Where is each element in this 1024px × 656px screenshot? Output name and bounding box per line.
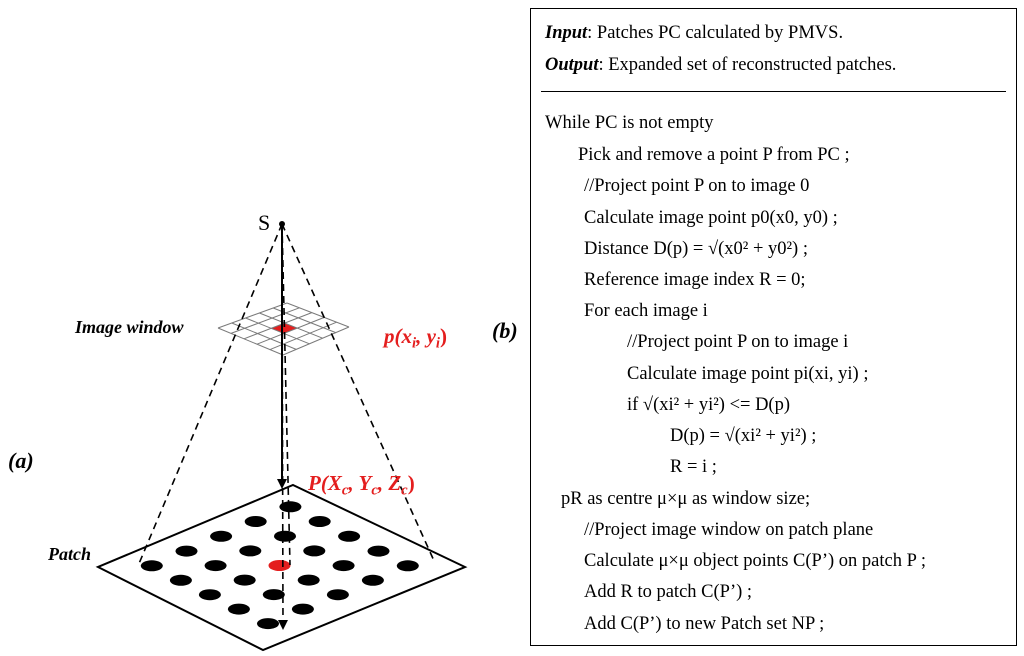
patch-label: Patch bbox=[48, 544, 91, 564]
algo-line-15: Calculate μ×μ object points C(P’) on pat… bbox=[584, 551, 926, 571]
algo-input-line: Input: Patches PC calculated by PMVS. bbox=[545, 23, 844, 43]
ray-through-image-point bbox=[281, 223, 291, 566]
apex-label: S bbox=[258, 210, 271, 235]
image-point-label: p(xi, yi) bbox=[384, 324, 448, 352]
algo-line-12: R = i ; bbox=[670, 457, 717, 477]
patch-dot bbox=[326, 589, 349, 601]
patch-dot bbox=[198, 589, 221, 601]
ray-to-right-corner bbox=[281, 223, 436, 564]
patch-dot bbox=[204, 560, 227, 572]
algo-line-17: Add C(P’) to new Patch set NP ; bbox=[584, 614, 825, 634]
patch-dot bbox=[396, 560, 419, 572]
patch-dot bbox=[361, 574, 384, 586]
algo-line-5: Distance D(p) = √(x0² + y0²) ; bbox=[584, 239, 808, 259]
patch-dot bbox=[233, 574, 256, 586]
patch-dot bbox=[227, 603, 250, 615]
patch-dot bbox=[210, 530, 233, 542]
algo-line-16: Add R to patch C(P’) ; bbox=[584, 582, 753, 602]
algo-line-8: //Project point P on to image i bbox=[627, 332, 849, 352]
algo-line-7: For each image i bbox=[584, 301, 708, 321]
algo-line-1: While PC is not empty bbox=[545, 113, 714, 133]
patch-dot bbox=[239, 545, 262, 557]
panel-a-label: (a) bbox=[8, 448, 34, 473]
patch-dot bbox=[303, 545, 326, 557]
image-window-grid-line bbox=[217, 327, 284, 356]
algo-line-6: Reference image index R = 0; bbox=[584, 270, 806, 290]
patch-dot bbox=[175, 545, 198, 557]
patch-dot bbox=[338, 530, 361, 542]
ray-to-bottom bbox=[277, 223, 288, 630]
image-window-label: Image window bbox=[75, 317, 184, 337]
algo-output-line: Output: Expanded set of reconstructed pa… bbox=[545, 55, 897, 75]
patch-dot bbox=[367, 545, 390, 557]
image-window-grid-line bbox=[282, 326, 350, 356]
patch-dot bbox=[140, 560, 163, 572]
algo-divider bbox=[541, 91, 1006, 92]
algo-line-10: if √(xi² + yi²) <= D(p) bbox=[627, 395, 791, 415]
algo-line-3: //Project point P on to image 0 bbox=[584, 176, 810, 196]
algo-line-2: Pick and remove a point P from PC ; bbox=[578, 145, 850, 165]
patch-dot bbox=[308, 516, 331, 527]
patch-dot bbox=[297, 574, 320, 586]
patch-dot bbox=[279, 501, 302, 513]
patch-point-label: P(Xc, Yc, Zc) bbox=[308, 471, 415, 499]
patch-dot bbox=[274, 530, 296, 542]
patch-dot bbox=[332, 560, 355, 572]
apex-point bbox=[279, 221, 285, 227]
pyramid-diagram bbox=[95, 221, 468, 652]
algo-line-11: D(p) = √(xi² + yi²) ; bbox=[670, 426, 817, 446]
patch-dot bbox=[291, 603, 314, 615]
image-window-grid-line bbox=[243, 312, 312, 340]
patch-dots bbox=[140, 501, 419, 630]
algo-line-13: pR as centre μ×μ as window size; bbox=[561, 489, 811, 509]
algo-line-4: Calculate image point p0(x0, y0) ; bbox=[584, 208, 838, 228]
image-window-grid-line bbox=[230, 307, 300, 334]
algorithm-box: Input: Patches PC calculated by PMVS. Ou… bbox=[530, 8, 1017, 646]
patch-dot bbox=[257, 618, 279, 630]
algo-line-14: //Project image window on patch plane bbox=[584, 520, 874, 540]
projection-lines bbox=[137, 223, 436, 630]
image-window-grid-line bbox=[256, 316, 325, 345]
image-window-grid-line bbox=[259, 312, 323, 339]
patch-dot bbox=[169, 574, 192, 586]
algo-line-9: Calculate image point pi(xi, yi) ; bbox=[627, 364, 869, 384]
patch-dot bbox=[262, 589, 285, 601]
ray-to-left-corner bbox=[137, 223, 283, 567]
image-window-grid-line bbox=[286, 302, 350, 328]
panel-b-label: (b) bbox=[492, 318, 518, 343]
patch-center-point bbox=[268, 560, 291, 571]
patch-dot bbox=[244, 516, 267, 527]
image-window-grid-line bbox=[217, 302, 288, 329]
image-window-grid-line bbox=[245, 317, 310, 345]
